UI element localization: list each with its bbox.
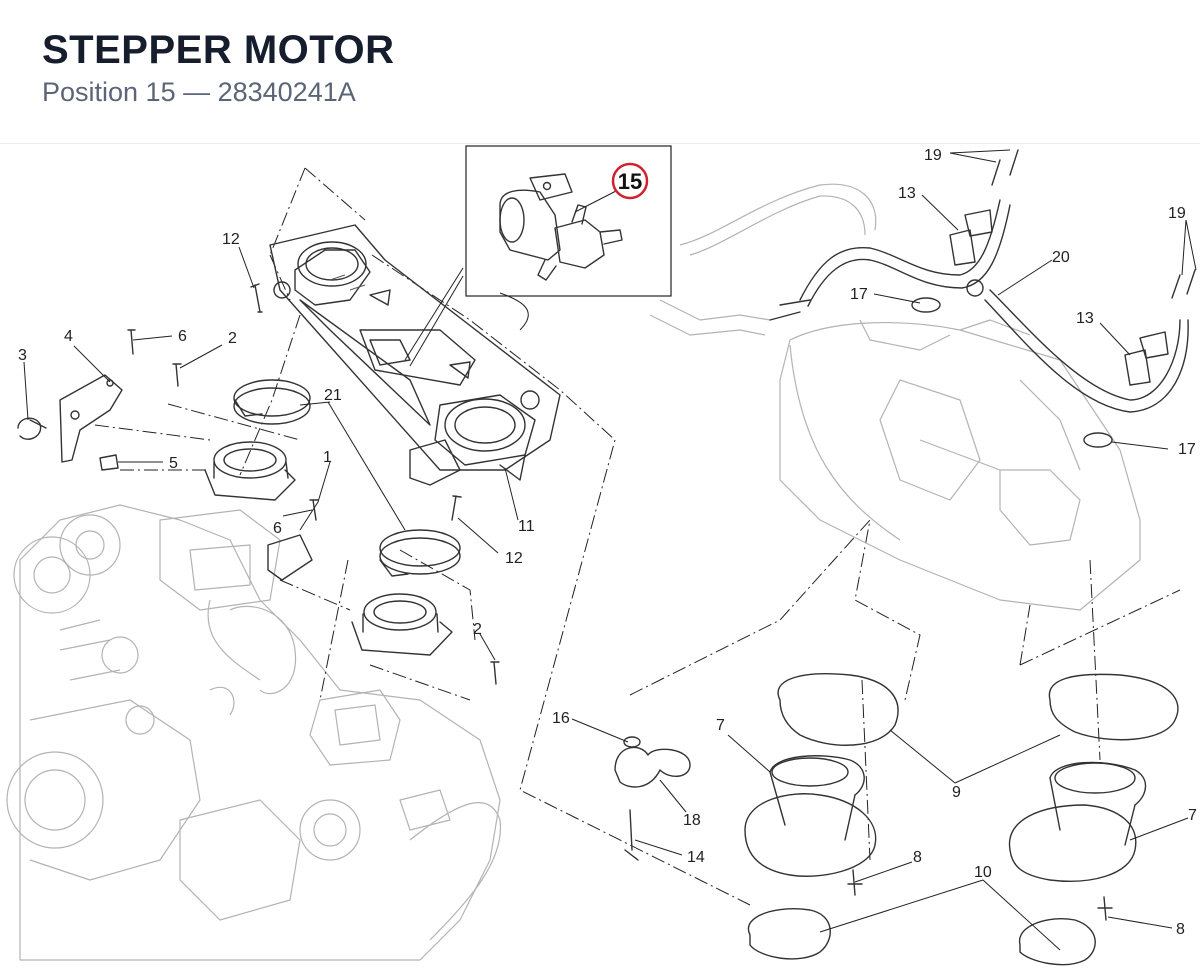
callout-8-right: 8 bbox=[1176, 921, 1185, 938]
callout-17-top: 17 bbox=[850, 286, 868, 303]
throttle-body bbox=[269, 224, 561, 486]
page-title: STEPPER MOTOR bbox=[42, 28, 395, 72]
callout-1: 1 bbox=[323, 449, 332, 466]
callout-13-top: 13 bbox=[898, 185, 916, 202]
callout-7-right: 7 bbox=[1188, 807, 1197, 824]
callout-5: 5 bbox=[169, 455, 178, 472]
left-parts bbox=[17, 283, 500, 685]
engine-illustration bbox=[6, 504, 502, 961]
callout-16: 16 bbox=[552, 710, 570, 727]
highlight-number: 15 bbox=[618, 169, 642, 194]
callout-18: 18 bbox=[683, 812, 701, 829]
page-subtitle: Position 15 — 28340241A bbox=[42, 77, 356, 107]
page-header: STEPPER MOTOR Position 15 — 28340241A bbox=[0, 0, 1200, 144]
callout-11: 11 bbox=[518, 518, 535, 535]
callout-9: 9 bbox=[952, 784, 961, 801]
callout-12-top: 12 bbox=[222, 231, 240, 248]
position-15-callout[interactable]: 15 bbox=[611, 162, 649, 200]
callout-20: 20 bbox=[1052, 249, 1070, 266]
right-parts bbox=[614, 149, 1196, 966]
callout-6-bottom: 6 bbox=[273, 520, 282, 537]
callout-14: 14 bbox=[687, 849, 705, 866]
callout-19-top: 19 bbox=[924, 147, 942, 164]
leader-lines bbox=[23, 149, 1197, 951]
callout-2-top: 2 bbox=[228, 330, 237, 347]
callout-3: 3 bbox=[18, 347, 27, 364]
highlight-circle bbox=[611, 162, 649, 200]
callout-12-bottom: 12 bbox=[505, 550, 523, 567]
callout-21: 21 bbox=[324, 387, 342, 404]
callout-7-left: 7 bbox=[716, 717, 725, 734]
callout-2-bottom: 2 bbox=[473, 621, 482, 638]
callout-4: 4 bbox=[64, 328, 73, 345]
callout-19-right: 19 bbox=[1168, 205, 1186, 222]
callout-labels: 19 13 19 20 17 13 17 12 4 6 2 3 21 5 11 … bbox=[18, 147, 1197, 938]
callout-6-top: 6 bbox=[178, 328, 187, 345]
callout-17-right: 17 bbox=[1178, 441, 1196, 458]
callout-13-right: 13 bbox=[1076, 310, 1094, 327]
exploded-parts-diagram: 15 bbox=[6, 145, 1197, 966]
callout-10: 10 bbox=[974, 864, 992, 881]
callout-8-left: 8 bbox=[913, 849, 922, 866]
